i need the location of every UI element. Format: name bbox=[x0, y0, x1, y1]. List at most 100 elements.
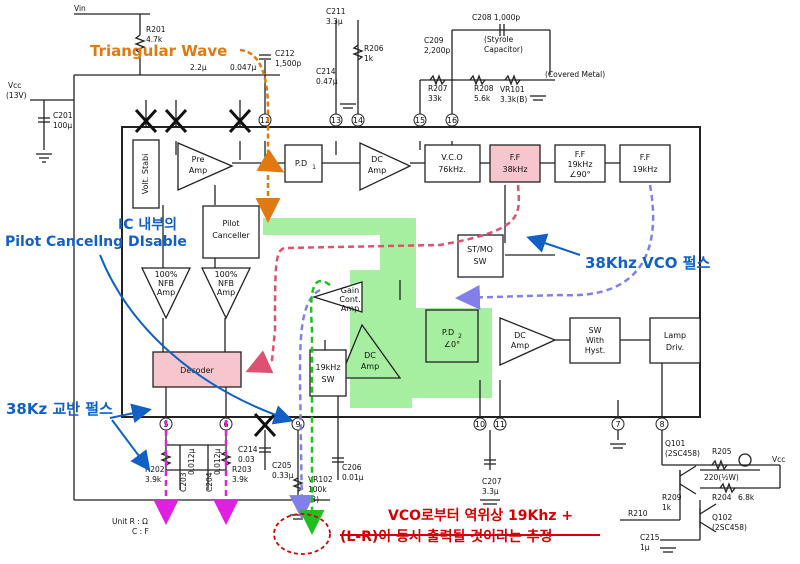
annotation-arrows bbox=[99, 233, 581, 472]
svg-text:NFB: NFB bbox=[158, 279, 174, 288]
svg-text:2,200p: 2,200p bbox=[424, 46, 450, 55]
svg-text:14: 14 bbox=[353, 116, 363, 125]
svg-text:Pre: Pre bbox=[192, 155, 205, 164]
svg-text:Amp: Amp bbox=[189, 166, 207, 175]
svg-text:19kHz: 19kHz bbox=[315, 363, 340, 372]
svg-text:2: 2 bbox=[458, 333, 462, 340]
svg-text:DC: DC bbox=[514, 331, 526, 340]
svg-text:C205: C205 bbox=[272, 461, 292, 470]
svg-text:C204: C204 bbox=[205, 472, 214, 492]
svg-text:R206: R206 bbox=[364, 44, 384, 53]
svg-text:Capacitor): Capacitor) bbox=[484, 45, 523, 54]
svg-text:Amp: Amp bbox=[511, 341, 529, 350]
svg-text:Hyst.: Hyst. bbox=[585, 346, 606, 355]
svg-text:100k: 100k bbox=[308, 485, 327, 494]
svg-text:1,500p: 1,500p bbox=[275, 59, 301, 68]
svg-text:C201: C201 bbox=[53, 111, 73, 120]
svg-text:12: 12 bbox=[260, 116, 270, 125]
svg-text:76kHz.: 76kHz. bbox=[438, 165, 466, 174]
svg-text:(Covered Metal): (Covered Metal) bbox=[545, 70, 605, 79]
svg-text:Gain: Gain bbox=[341, 286, 359, 295]
svg-text:1k: 1k bbox=[662, 503, 672, 512]
svg-text:R205: R205 bbox=[712, 447, 732, 456]
svg-text:C211: C211 bbox=[326, 7, 346, 16]
svg-text:C209: C209 bbox=[424, 36, 444, 45]
svg-text:F.F: F.F bbox=[575, 150, 586, 159]
svg-text:Vcc: Vcc bbox=[8, 81, 21, 90]
vco-19k-label-2: (L-R)이 동시 출력될 것이라는 추정 bbox=[340, 529, 553, 545]
vco-38k-label: 38Khz VCO 펄스 bbox=[585, 254, 711, 272]
svg-text:38kHz: 38kHz bbox=[502, 165, 527, 174]
svg-text:ST/MO: ST/MO bbox=[467, 245, 493, 254]
svg-text:0.03: 0.03 bbox=[238, 455, 255, 464]
svg-text:100%: 100% bbox=[155, 270, 178, 279]
svg-text:∠0°: ∠0° bbox=[444, 340, 460, 349]
svg-text:3.3μ: 3.3μ bbox=[482, 487, 499, 496]
volt-stabi-label: Volt. Stabi bbox=[141, 154, 150, 195]
svg-text:SW: SW bbox=[589, 326, 602, 335]
svg-text:Unit R : Ω: Unit R : Ω bbox=[112, 517, 148, 526]
svg-text:P.D: P.D bbox=[442, 328, 454, 337]
svg-text:C214: C214 bbox=[238, 445, 258, 454]
svg-text:With: With bbox=[586, 336, 604, 345]
blocks bbox=[132, 139, 701, 397]
svg-text:Canceller: Canceller bbox=[212, 231, 250, 240]
triangular-wave-label: Triangular Wave bbox=[90, 42, 228, 60]
pulse-38k-label: 38Kz 교반 펄스 bbox=[6, 400, 113, 418]
svg-text:∠90°: ∠90° bbox=[569, 170, 590, 179]
svg-text:0.012μ: 0.012μ bbox=[213, 449, 222, 475]
svg-text:Q101: Q101 bbox=[665, 439, 685, 448]
svg-text:3.9k: 3.9k bbox=[232, 475, 249, 484]
svg-text:Q102: Q102 bbox=[712, 513, 732, 522]
svg-text:Vin: Vin bbox=[74, 4, 86, 13]
svg-text:C206: C206 bbox=[342, 463, 362, 472]
svg-text:Amp: Amp bbox=[368, 166, 386, 175]
svg-text:R209: R209 bbox=[662, 493, 682, 502]
svg-text:220(½W): 220(½W) bbox=[704, 473, 739, 482]
svg-text:DC: DC bbox=[364, 351, 376, 360]
transistors bbox=[679, 465, 717, 533]
svg-text:0.012μ: 0.012μ bbox=[187, 449, 196, 475]
svg-text:Amp: Amp bbox=[341, 304, 359, 313]
svg-text:Decoder: Decoder bbox=[180, 366, 214, 375]
svg-text:F.F: F.F bbox=[510, 153, 521, 162]
svg-text:1: 1 bbox=[312, 164, 316, 171]
svg-text:100μ: 100μ bbox=[53, 121, 72, 130]
svg-text:SW: SW bbox=[474, 257, 487, 266]
svg-text:R203: R203 bbox=[232, 465, 252, 474]
svg-text:(2SC458): (2SC458) bbox=[665, 449, 700, 458]
svg-text:7: 7 bbox=[615, 420, 620, 429]
svg-text:5.6k: 5.6k bbox=[474, 94, 491, 103]
svg-text:1k: 1k bbox=[364, 54, 374, 63]
svg-text:0.01μ: 0.01μ bbox=[342, 473, 364, 482]
svg-text:2.2μ: 2.2μ bbox=[190, 63, 207, 72]
svg-text:C215: C215 bbox=[640, 533, 660, 542]
svg-text:DC: DC bbox=[371, 155, 383, 164]
svg-text:Driv.: Driv. bbox=[666, 343, 684, 352]
svg-text:6.8k: 6.8k bbox=[738, 493, 755, 502]
component-labels: Vin Vcc (13V) Vcc R201 4.7k C211 3.3μ R2… bbox=[6, 4, 785, 552]
svg-text:4.7k: 4.7k bbox=[146, 35, 163, 44]
svg-text:Pilot: Pilot bbox=[222, 219, 239, 228]
pilot-disable-label-1: IC 내부의 bbox=[118, 217, 177, 233]
svg-text:(2SC458): (2SC458) bbox=[712, 523, 747, 532]
svg-text:V.C.O: V.C.O bbox=[441, 153, 462, 162]
svg-text:R208: R208 bbox=[474, 84, 494, 93]
ic-outline bbox=[121, 126, 701, 418]
svg-text:R201: R201 bbox=[146, 25, 166, 34]
svg-text:C214: C214 bbox=[316, 67, 336, 76]
svg-text:3.3k(B): 3.3k(B) bbox=[500, 95, 527, 104]
svg-text:9: 9 bbox=[295, 420, 300, 429]
svg-text:11: 11 bbox=[495, 420, 505, 429]
svg-text:R210: R210 bbox=[628, 509, 648, 518]
svg-text:15: 15 bbox=[415, 116, 425, 125]
svg-text:3.9k: 3.9k bbox=[145, 475, 162, 484]
svg-text:8: 8 bbox=[659, 420, 664, 429]
svg-text:C212: C212 bbox=[275, 49, 295, 58]
svg-text:Lamp: Lamp bbox=[664, 331, 686, 340]
svg-text:F.F: F.F bbox=[640, 153, 651, 162]
svg-text:C203: C203 bbox=[179, 472, 188, 492]
svg-text:C207: C207 bbox=[482, 477, 502, 486]
svg-text:VR101: VR101 bbox=[500, 85, 525, 94]
